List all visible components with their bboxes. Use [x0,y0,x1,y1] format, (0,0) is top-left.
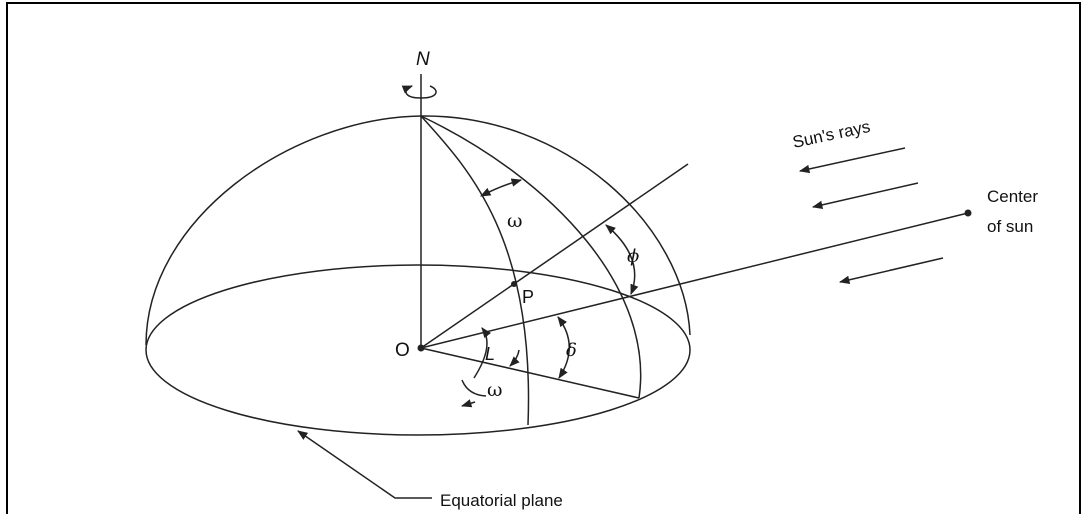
meridian-right [420,115,642,399]
frame-border-top [6,2,1081,4]
hemisphere-outline [145,115,691,346]
line-o-p-extended [420,163,689,349]
equatorial-plane-leader [297,430,432,499]
suns-rays-label: Sun's rays [791,117,872,152]
latitude-arc-tail [509,349,520,367]
origin-label: O [395,340,410,361]
omega-arc-top [480,178,523,197]
north-label: N [416,49,430,70]
omega-label-top: ω [507,210,523,232]
phi-arc [605,224,639,295]
delta-label: δ [566,340,577,361]
point-p [511,281,517,287]
omega-label-bottom: ω [487,379,503,401]
phi-label: ϕ [627,246,639,267]
equatorial-plane-label: Equatorial plane [440,491,563,510]
rotation-arrow [401,85,437,99]
origin-point [417,344,425,352]
omega-arc-bottom [461,379,487,397]
point-p-label: P [522,287,534,307]
center-of-sun-label-line1: Center [987,187,1038,206]
omega-arrow-bottom [460,399,476,408]
center-of-sun-point [964,209,972,217]
frame-border-left [6,2,8,514]
meridian-p [420,115,530,426]
line-o-equator [420,347,640,399]
sun-ray-arrow-1 [798,147,906,174]
latitude-arc [473,327,492,379]
line-o-sun [420,212,969,349]
frame-border-right [1079,2,1081,514]
sun-ray-arrow-3 [838,257,944,284]
delta-arc [557,316,570,379]
latitude-label: L [485,344,495,364]
sun-ray-arrow-2 [811,182,919,209]
center-of-sun-label-line2: of sun [987,217,1033,236]
equatorial-ellipse [145,264,691,436]
